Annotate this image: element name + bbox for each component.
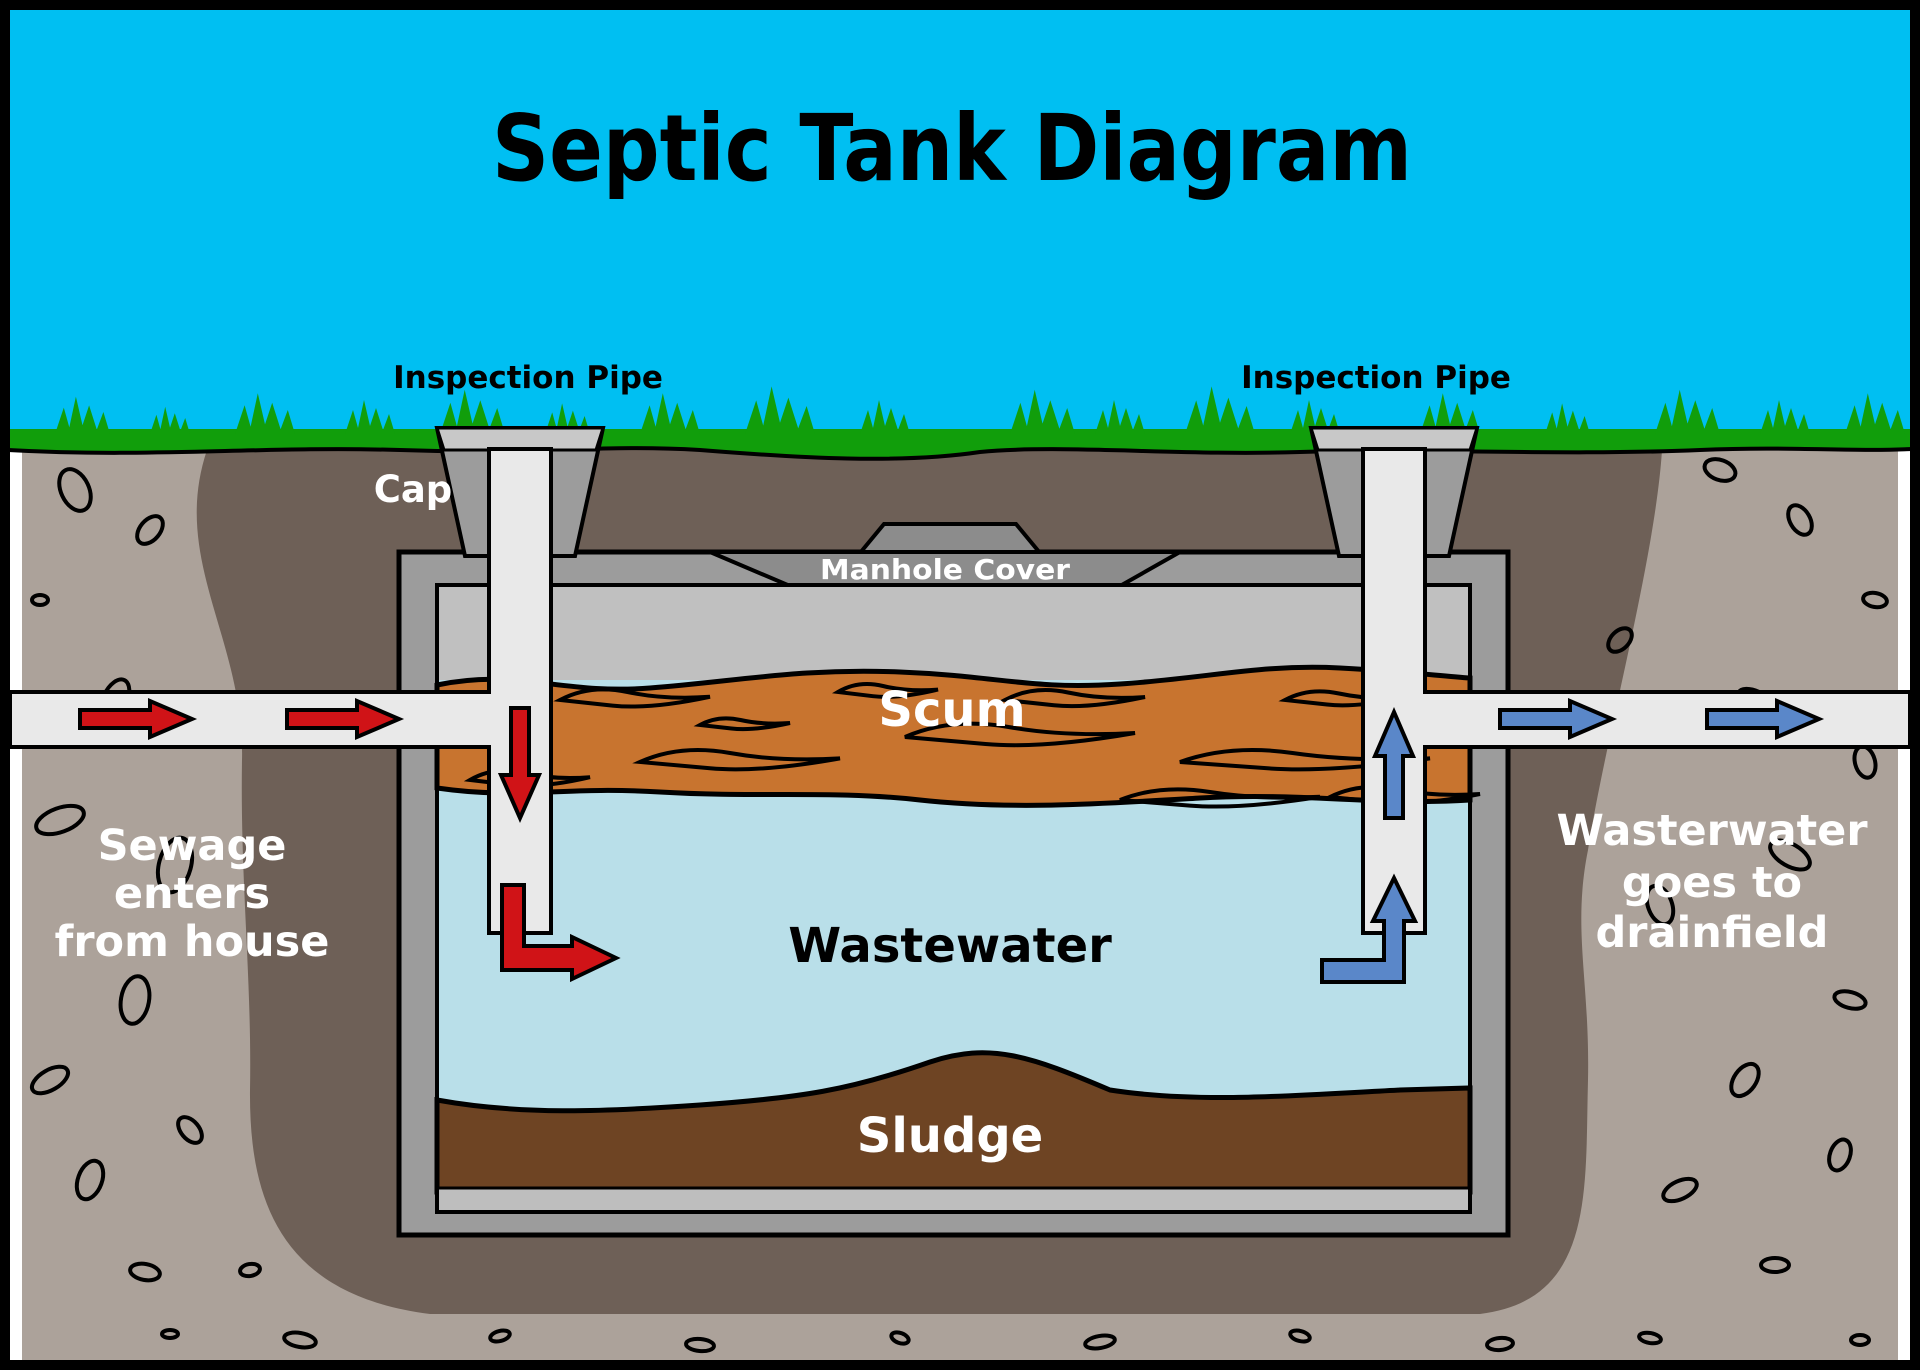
manhole-cover-knob <box>855 522 1045 555</box>
outlet-annotation-line: goes to <box>1622 858 1802 908</box>
inlet-annotation-line: from house <box>55 917 330 967</box>
outlet-arrow-right-icon <box>1498 697 1618 741</box>
inlet-arrow-down-icon <box>497 706 543 823</box>
left-inset-strip <box>8 446 22 1362</box>
inlet-arrow-right-icon <box>78 697 198 741</box>
outlet-annotation: Wasterwater goes to drainfield <box>1556 806 1868 958</box>
outlet-annotation-line: Wasterwater <box>1556 806 1868 856</box>
inlet-annotation: Sewage enters from house <box>55 821 330 967</box>
tank-inner-outline <box>435 583 1472 1214</box>
right-inset-strip <box>1898 446 1912 1362</box>
inlet-flow-arrows <box>78 697 621 983</box>
inlet-annotation-line: enters <box>114 869 270 919</box>
cap-label: Cap <box>374 468 453 511</box>
outlet-arrow-right-icon <box>1705 697 1825 741</box>
wastewater-label: Wastewater <box>788 918 1112 974</box>
inspection-pipe-left-label: Inspection Pipe <box>393 360 663 396</box>
page-title: Septic Tank Diagram <box>492 95 1412 202</box>
outlet-arrow-elbow-icon <box>1320 873 1419 984</box>
scum-debris <box>463 682 1511 809</box>
outlet-arrow-up-icon <box>1371 706 1417 820</box>
inlet-arrow-right-icon <box>285 697 405 741</box>
scum-label: Scum <box>878 682 1025 738</box>
scum-layer <box>434 664 1473 808</box>
inlet-arrow-elbow-icon <box>500 883 621 983</box>
outlet-pipe <box>1361 447 1912 935</box>
tank-floor <box>435 1186 1472 1214</box>
inlet-pipe <box>8 447 553 935</box>
sludge-layer <box>434 1050 1473 1195</box>
outlet-annotation-line: drainfield <box>1596 908 1829 958</box>
sludge-label: Sludge <box>857 1108 1043 1164</box>
inspection-pipe-right-label: Inspection Pipe <box>1241 360 1511 396</box>
manhole-cover-label: Manhole Cover <box>820 553 1070 586</box>
outlet-flow-arrows <box>1320 697 1825 984</box>
inlet-annotation-line: Sewage <box>98 821 287 871</box>
